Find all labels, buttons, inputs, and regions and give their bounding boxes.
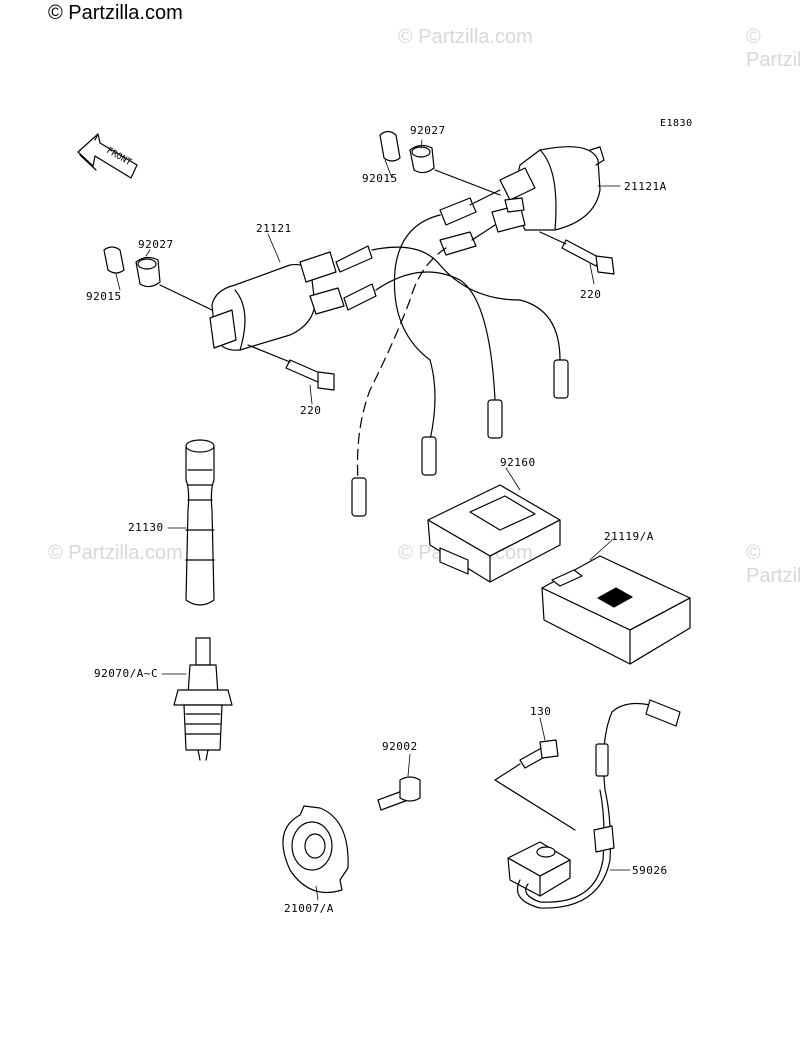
leader-line xyxy=(539,231,567,245)
part-label-92027[interactable]: 92027 xyxy=(410,124,446,137)
front-arrow-icon: FRONT xyxy=(77,133,138,179)
bushing-92015-left xyxy=(103,246,125,274)
igniter-21119a xyxy=(541,555,691,665)
part-label-130[interactable]: 130 xyxy=(530,705,552,718)
part-label-21121a[interactable]: 21121A xyxy=(624,180,667,193)
part-label-21121[interactable]: 21121 xyxy=(256,222,292,235)
watermark-faint: © Partzilla.com xyxy=(48,542,183,564)
callout-lines xyxy=(115,139,631,901)
part-label-92015[interactable]: 92015 xyxy=(362,172,398,185)
high-tension-leads xyxy=(351,214,569,517)
part-label-21130[interactable]: 21130 xyxy=(128,521,164,534)
part-label-92070[interactable]: 92070/A~C xyxy=(94,667,159,680)
bolt-220-right xyxy=(561,239,615,275)
collar-92027-top xyxy=(409,144,435,174)
part-label-220[interactable]: 220 xyxy=(300,404,322,417)
pickup-coil-59026 xyxy=(507,699,681,909)
bushing-92015-top xyxy=(379,130,401,162)
part-label-92160[interactable]: 92160 xyxy=(500,456,536,469)
spark-plug-92070 xyxy=(173,637,233,761)
leader-line xyxy=(494,763,576,831)
ignition-coil-21121a xyxy=(439,146,605,256)
part-label-92027[interactable]: 92027 xyxy=(138,238,174,251)
part-label-92015[interactable]: 92015 xyxy=(86,290,122,303)
watermark-faint: © Partzilla.com xyxy=(746,26,800,71)
part-label-92002[interactable]: 92002 xyxy=(382,740,418,753)
part-label-59026[interactable]: 59026 xyxy=(632,864,668,877)
leader-line xyxy=(247,344,291,363)
timing-rotor-21007a xyxy=(282,805,349,894)
diagram-code: E1830 xyxy=(660,118,693,129)
part-label-220[interactable]: 220 xyxy=(580,288,602,301)
watermark-faint: © Partzilla.com xyxy=(398,26,533,48)
bolt-130 xyxy=(519,739,559,769)
collar-92027-left xyxy=(135,256,161,288)
part-label-21007a[interactable]: 21007/A xyxy=(284,902,334,915)
leader-line xyxy=(159,284,213,311)
bolt-220-left xyxy=(285,359,335,391)
spark-plug-cap-21130 xyxy=(185,439,215,606)
leader-line xyxy=(434,169,501,196)
bolt-92002 xyxy=(377,776,421,811)
watermark-main: © Partzilla.com xyxy=(48,2,183,24)
ignition-coil-21121 xyxy=(209,245,377,351)
watermark-faint: © Partzilla.com xyxy=(746,542,800,587)
igniter-92160 xyxy=(427,484,561,583)
part-label-21119a[interactable]: 21119/A xyxy=(604,530,654,543)
